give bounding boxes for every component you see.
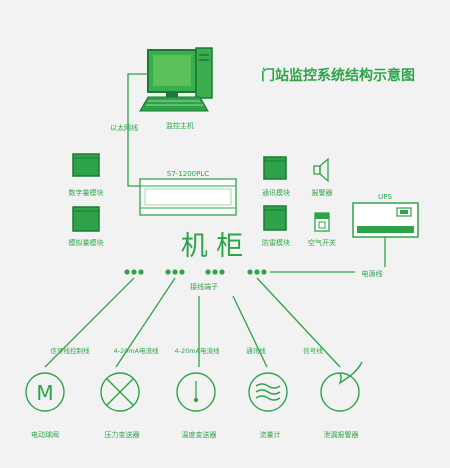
terminals-label: 接线端子	[190, 282, 218, 291]
power-label-backdrop	[355, 267, 390, 278]
computer-icon	[139, 47, 213, 112]
comm-line-label: 通讯线	[246, 346, 266, 355]
valve-icon	[25, 372, 65, 412]
ethernet-label: 以太网线	[110, 123, 138, 132]
computer-label: 监控主机	[166, 121, 194, 130]
terminal-block	[124, 269, 267, 275]
surge-module-icon	[263, 205, 287, 231]
ethernet-line	[127, 73, 148, 187]
pressure-transmitter-icon	[100, 372, 140, 412]
cabinet-label: 机 柜	[181, 231, 244, 262]
digital-module-label: 数字量模块	[69, 188, 104, 197]
ups-label: UPS	[378, 193, 392, 201]
comm-module-icon	[263, 156, 287, 180]
current-line-1-label: 4-20mA电流线	[113, 346, 159, 355]
leak-label: 泄漏报警器	[324, 430, 359, 439]
digital-module-icon	[72, 153, 100, 177]
analog-module-icon	[72, 206, 100, 232]
ups-icon	[352, 202, 419, 238]
signal-control-line-label: 信号线控制线	[51, 346, 91, 355]
plc-label: S7-1200PLC	[167, 170, 209, 178]
leak-alarm-icon	[320, 361, 363, 412]
power-line-label-top: 电源线	[362, 269, 383, 278]
breaker-icon	[314, 212, 330, 232]
current-line-2-label: 4-20mA电流线	[174, 346, 220, 355]
breaker-label: 空气开关	[308, 238, 336, 247]
alarm-label: 报警器	[312, 188, 333, 197]
temperature-transmitter-icon	[176, 372, 216, 412]
valve-symbol: M	[36, 381, 53, 405]
surge-module-label: 防雷模块	[262, 238, 290, 247]
speaker-icon	[313, 157, 329, 183]
flow-label: 流量计	[260, 430, 281, 439]
field-lines	[44, 277, 341, 368]
valve-label: 电动球阀	[31, 430, 59, 439]
flow-meter-icon	[248, 372, 288, 412]
pressure-label: 压力变送器	[105, 430, 140, 439]
temperature-label: 温度变送器	[182, 430, 217, 439]
signal-line-label: 信号线	[303, 346, 323, 355]
plc-rail	[139, 178, 237, 216]
comm-module-label: 通讯模块	[262, 188, 290, 197]
analog-module-label: 模拟量模块	[69, 238, 104, 247]
diagram-title: 门站监控系统结构示意图	[261, 67, 415, 84]
